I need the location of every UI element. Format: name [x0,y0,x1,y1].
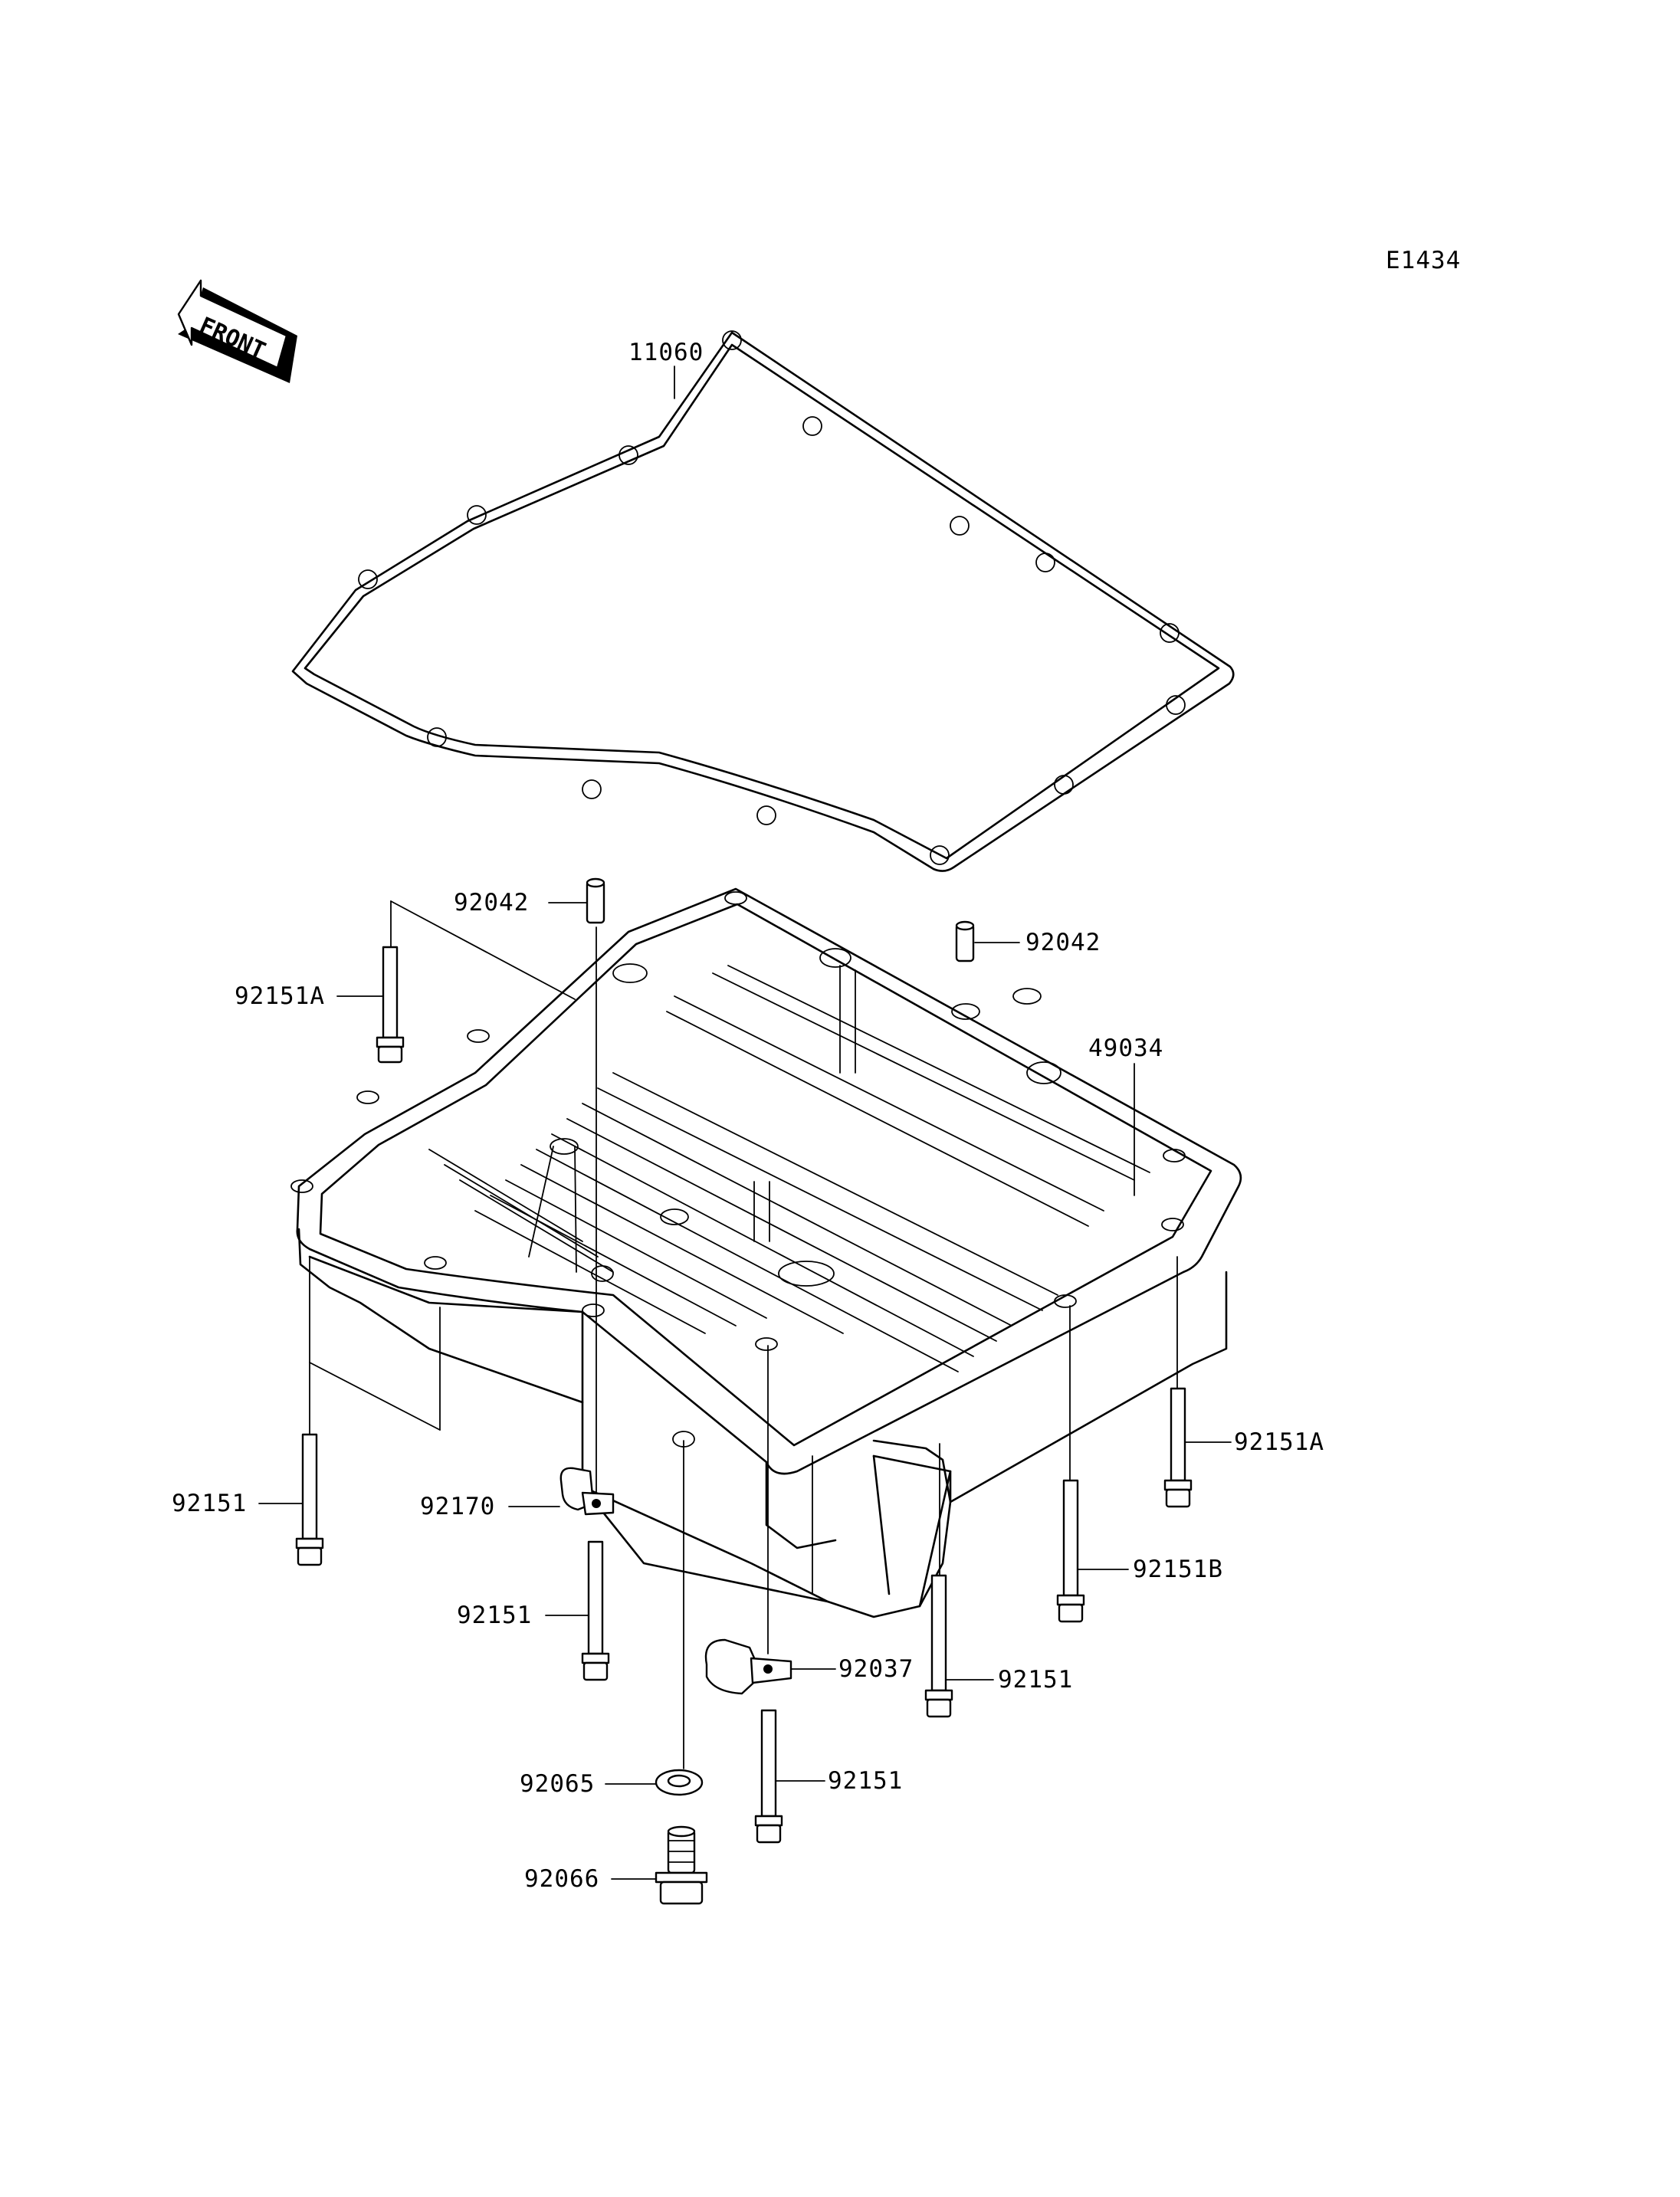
leader-lines [309,900,1178,1769]
bolt-92151B [1056,1479,1085,1623]
callout-bolt-bottom: 92151 [828,1767,903,1795]
callout-bolt-right: 92151 [998,1666,1073,1694]
bolt-92151-center [581,1540,610,1681]
clamp-92170 [559,1467,615,1516]
dowel-pin-left [586,877,605,924]
callout-oil-pan: 49034 [1088,1035,1163,1062]
callout-drain-plug: 92066 [524,1865,599,1893]
callout-bolt-a-right: 92151A [1234,1428,1324,1456]
bolt-92151-left [295,1433,324,1566]
callout-dowel-right: 92042 [1025,929,1101,956]
callout-gasket: 11060 [628,339,704,366]
diagram-code: E1434 [1386,247,1461,274]
washer-92065 [655,1769,704,1796]
callout-washer: 92065 [520,1770,595,1798]
callout-bolt-b: 92151B [1133,1556,1223,1583]
oil-pan-49034 [290,887,1242,1618]
callout-dowel-left: 92042 [454,889,529,917]
callout-bolt-a-left: 92151A [235,982,325,1010]
callout-clamp: 92170 [420,1493,495,1520]
callout-clamp-right: 92037 [838,1655,914,1683]
dowel-pin-right [955,920,975,962]
clamp-92037 [704,1638,792,1695]
bolt-92151A-right [1163,1387,1193,1508]
front-arrow-icon: FRONT [177,279,297,383]
callout-bolt-left: 92151 [172,1490,247,1517]
callout-bolt-center: 92151 [457,1602,532,1629]
bolt-92151A-left [376,946,405,1064]
bolt-92151-bottom [754,1709,783,1844]
gasket-11060 [291,330,1235,872]
bolt-92151-right [924,1574,953,1718]
drain-plug-92066 [655,1825,708,1905]
